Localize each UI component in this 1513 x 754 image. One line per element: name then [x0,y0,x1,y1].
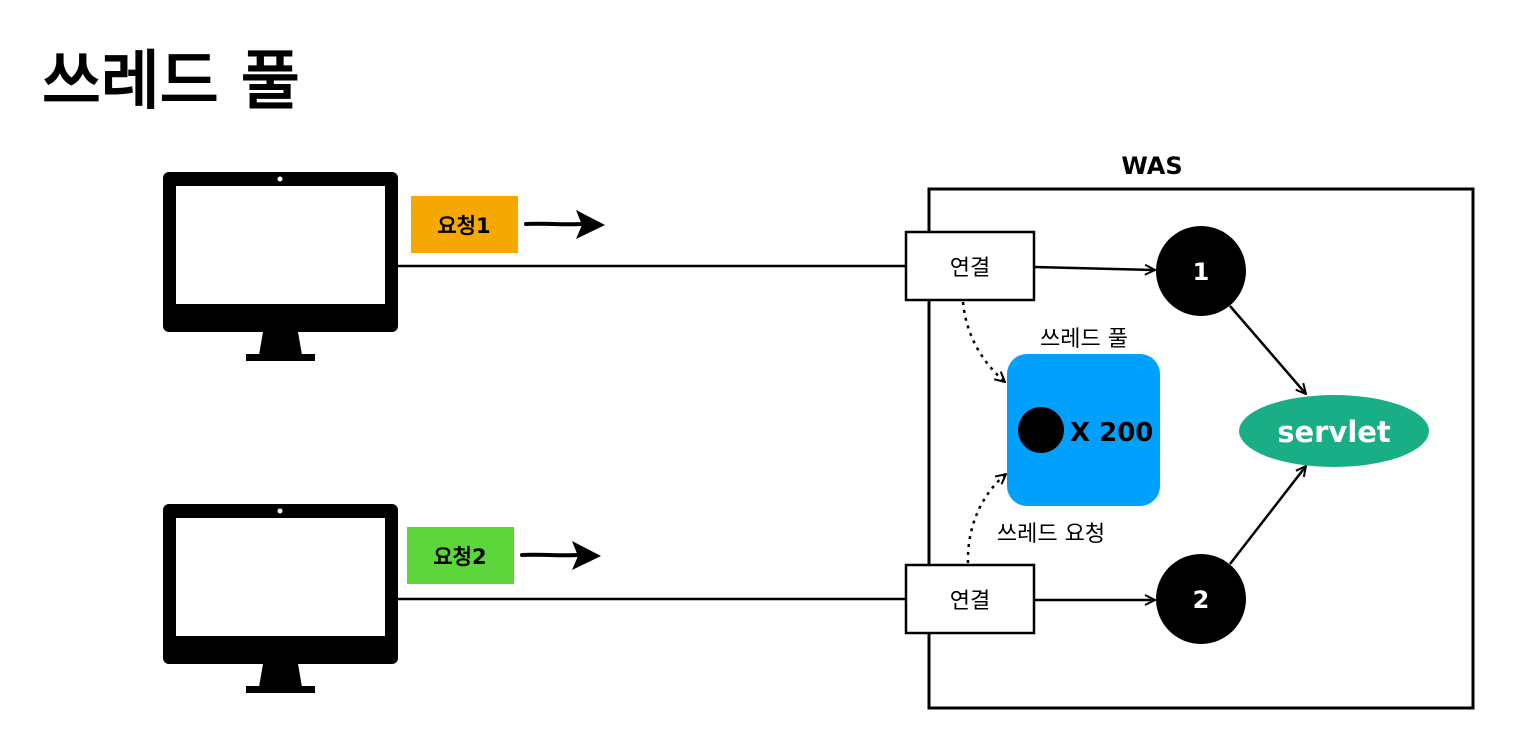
connection-1-to-thread-1-arrow [1033,267,1155,270]
thread-pool-box: X 200 [1007,354,1160,506]
connection-2-to-pool-dotted-arrow [966,474,1006,564]
request-1-arrow-icon [524,210,605,239]
request-1-label: 요청1 [437,214,490,238]
thread-pool-label: 쓰레드 풀 [1040,327,1128,352]
connection-2-label: 연결 [950,589,990,614]
thread-1-to-servlet-arrow [1229,305,1306,394]
thread-pool-count: X 200 [1070,418,1153,448]
thread-2-to-servlet-arrow [1229,466,1306,565]
thread-request-label: 쓰레드 요청 [997,522,1105,547]
servlet-ellipse: servlet [1239,395,1429,467]
servlet-label: servlet [1277,415,1391,449]
connection-1-to-pool-dotted-arrow [961,301,1005,382]
client-computer-2-icon [163,504,398,693]
connection-box-2: 연결 [904,563,1036,635]
thread-1-circle: 1 [1156,226,1246,316]
page-title: 쓰레드 풀 [42,45,300,119]
request-2-label: 요청2 [433,545,486,569]
was-label: WAS [1121,152,1182,180]
thread-2-circle: 2 [1156,554,1246,644]
request-2-arrow-icon [520,541,601,570]
request-1-badge: 요청1 [411,196,518,253]
request-2-badge: 요청2 [407,527,514,584]
pool-thread-dot [1018,407,1064,453]
thread-1-label: 1 [1193,258,1210,286]
thread-2-label: 2 [1193,586,1210,614]
connection-1-label: 연결 [950,256,990,281]
was-box [927,187,1475,710]
client-computer-1-icon [163,172,398,361]
connection-box-1: 연결 [904,230,1036,302]
